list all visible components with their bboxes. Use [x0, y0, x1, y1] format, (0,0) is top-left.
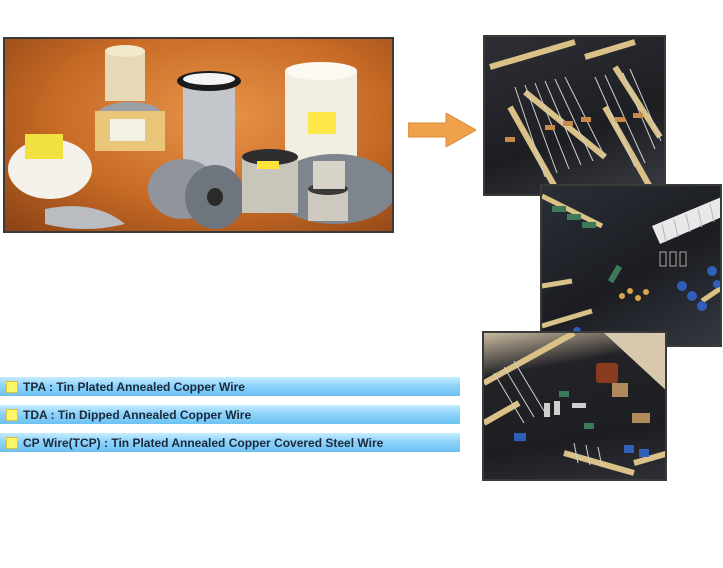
- label-bar-cp-wire: CP Wire(TCP) : Tin Plated Annealed Coppe…: [0, 433, 460, 452]
- bullet-icon: [6, 408, 18, 421]
- taped-resistors-illustration: [489, 39, 663, 189]
- mixed-components-illustration: [484, 333, 665, 476]
- label-tpa: TPA : Tin Plated Annealed Copper Wire: [23, 379, 245, 394]
- bullet-icon: [6, 380, 18, 393]
- label-cp-wire: CP Wire(TCP) : Tin Plated Annealed Coppe…: [23, 435, 384, 450]
- wire-spools-illustration: [8, 45, 392, 229]
- resistors-capacitors-illustration: [542, 193, 720, 340]
- label-tda: TDA : Tin Dipped Annealed Copper Wire: [23, 407, 252, 422]
- arrow-right-icon: [408, 113, 476, 147]
- label-bar-tda: TDA : Tin Dipped Annealed Copper Wire: [0, 405, 460, 424]
- bullet-icon: [6, 436, 18, 449]
- label-bar-tpa: TPA : Tin Plated Annealed Copper Wire: [0, 377, 460, 396]
- components-photo-2: [540, 184, 722, 347]
- components-photo-3: [482, 331, 667, 481]
- wire-spools-photo: [3, 37, 394, 233]
- components-photo-1: [483, 35, 666, 196]
